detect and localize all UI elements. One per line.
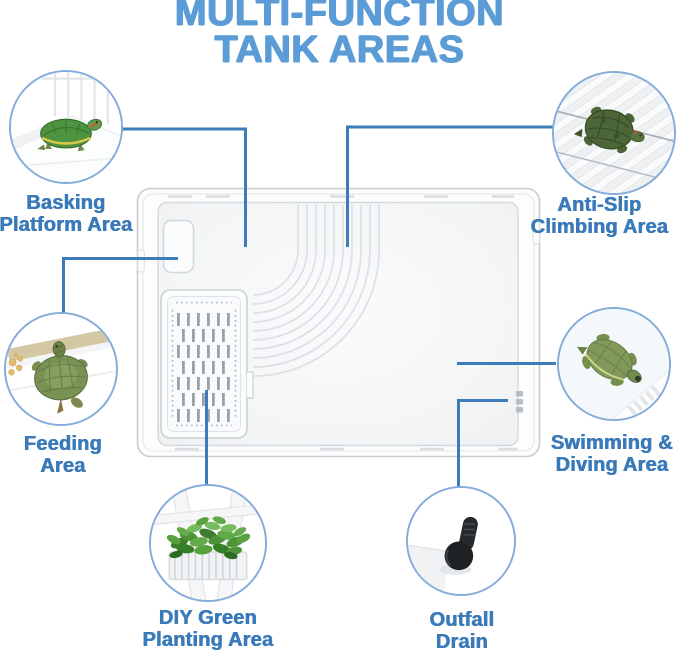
connector-outfall: [457, 399, 508, 487]
green-foliage: [166, 516, 251, 560]
feeding-area-photo: [4, 312, 118, 426]
label-feeding-area: Feeding Area: [23, 433, 103, 477]
turtle-on-ramp-illustration: [554, 73, 674, 193]
drain-plug: [444, 516, 478, 571]
turtle-side-view: [37, 118, 103, 152]
label-anti-slip-climbing-area: Anti-Slip Climbing Area: [530, 194, 669, 238]
label-diy-green-planting-area: DIY Green Planting Area: [142, 607, 274, 651]
page-title: MULTI-FUNCTION TANK AREAS: [0, 0, 679, 69]
connector-basking: [122, 127, 247, 247]
climbing-ramp-ribs: [252, 205, 380, 377]
label-basking-platform-area: Basking Platform Area: [0, 192, 133, 236]
page-title-line2: TANK AREAS: [214, 29, 465, 71]
basking-platform-photo: [9, 70, 123, 184]
label-swimming-diving-area: Swimming & Diving Area: [550, 432, 673, 476]
side-clip: [532, 221, 540, 245]
side-clip: [137, 249, 145, 273]
plants-in-planter-illustration: [151, 486, 265, 600]
turtle-feeding-illustration: [6, 314, 116, 424]
outfall-drain-photo: [406, 486, 516, 596]
callout-connectors: [62, 125, 556, 487]
food-pellets: [8, 352, 23, 376]
swimming-diving-photo: [557, 307, 671, 421]
anti-slip-climbing-photo: [552, 71, 676, 195]
page-title-line1: MULTI-FUNCTION: [174, 0, 505, 34]
turtle-top-view: [573, 106, 645, 154]
connector-feeding: [62, 257, 178, 313]
connector-anti-slip: [346, 125, 553, 247]
turtle-on-platform-illustration: [11, 72, 121, 182]
turtle-swimming-illustration: [559, 309, 669, 419]
drain-plug-illustration: [408, 488, 514, 594]
turtle-top-view: [31, 341, 88, 414]
label-outfall-drain: Outfall Drain: [429, 609, 495, 653]
planting-basket-topview: [160, 289, 254, 439]
turtle-top-view: [577, 333, 642, 386]
planting-area-photo: [149, 484, 267, 602]
tank-top-view: [136, 187, 541, 458]
outfall-drain-marks: [516, 391, 523, 413]
feeding-tray-topview: [162, 219, 195, 274]
